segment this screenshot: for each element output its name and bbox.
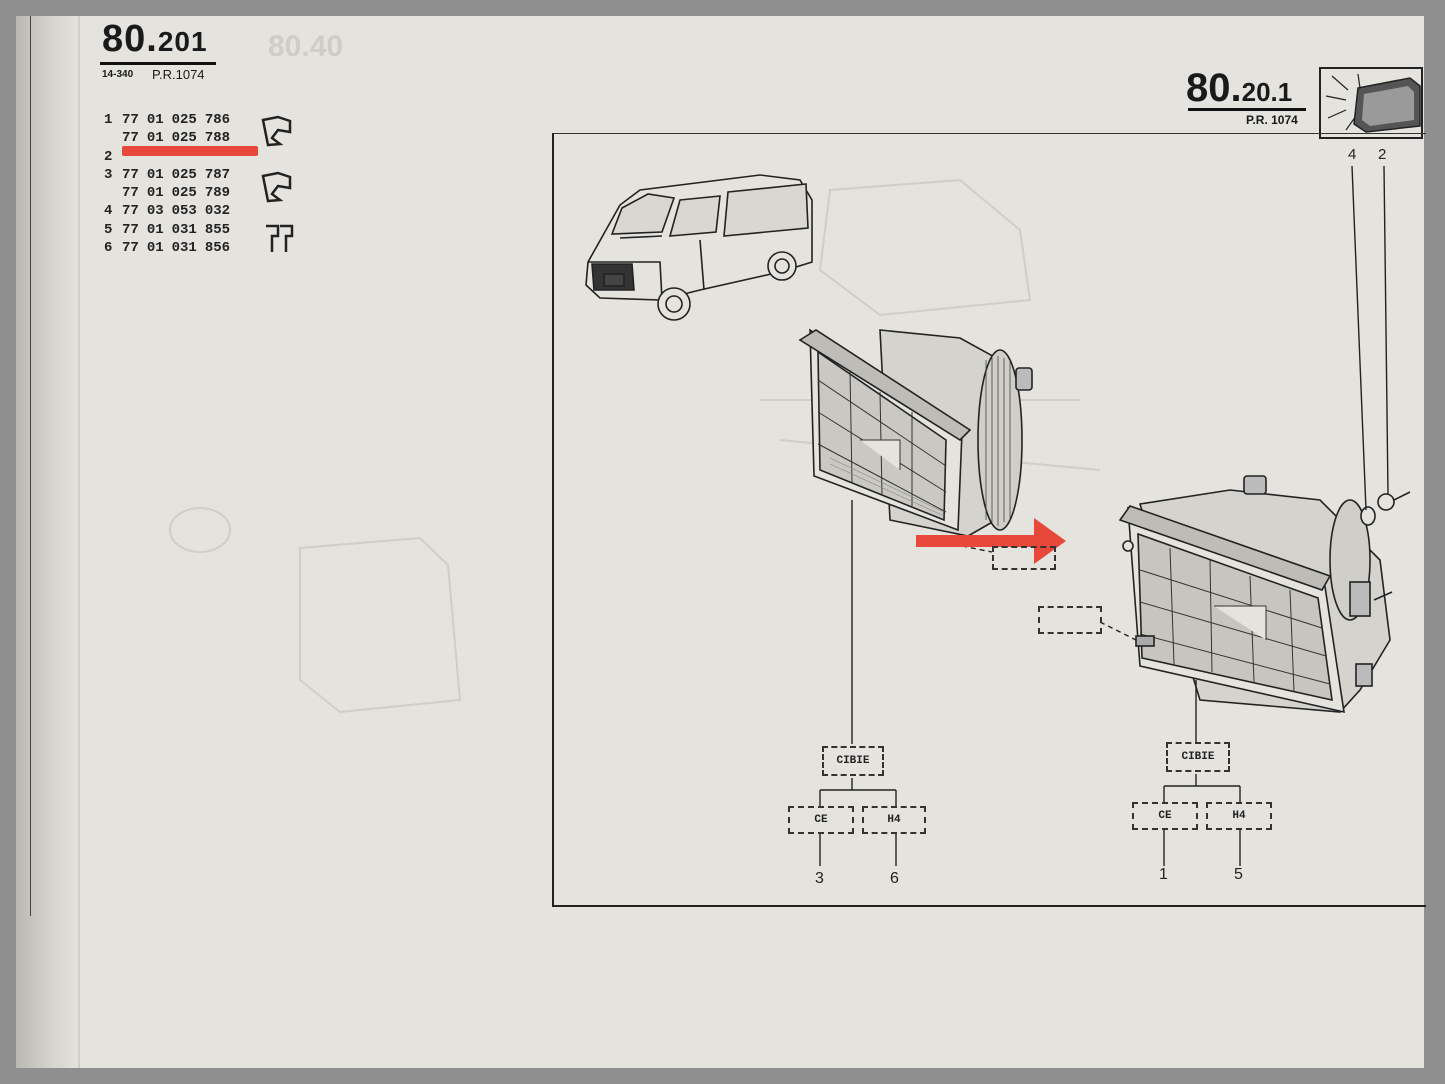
right-pr-code: P.R. 1074 [1246, 113, 1298, 127]
page-binding [16, 16, 78, 1068]
van-drawing [585, 174, 813, 321]
left-reference-number: 80.201 [102, 18, 208, 60]
callout-number: 6 [890, 870, 899, 887]
binding-edge [30, 16, 31, 916]
headlamp-side-icon [261, 171, 292, 203]
red-strike-annotation [122, 146, 258, 156]
left-reference-underline [100, 62, 216, 65]
callout-number: 1 [1159, 866, 1168, 883]
part-row: 2 [104, 148, 113, 165]
cibie-label-box: CIBIE [822, 746, 884, 776]
callout-number: 3 [815, 870, 824, 887]
h4-label-box: H4 [862, 806, 926, 834]
callout-number: 5 [1234, 866, 1243, 883]
right-reference-number: 80.20.1 [1186, 66, 1293, 110]
sheet-code: 14-340 [102, 69, 134, 80]
diagram-frame [552, 133, 1426, 907]
leader-lines [819, 165, 1389, 866]
empty-dashed-box [1038, 606, 1102, 634]
bulb-holder-icon [266, 224, 294, 252]
page-edge [78, 16, 80, 1068]
right-headlamp-drawing [1118, 475, 1411, 714]
red-arrow-annotation [916, 518, 1066, 564]
headlamp-thumbnail-icon [1319, 67, 1423, 139]
callout-number: 2 [1378, 146, 1387, 163]
right-reference-underline [1188, 108, 1306, 111]
bleed-through-ref: 80.40 [268, 30, 344, 63]
ce-label-box: CE [788, 806, 854, 834]
cibie-label-box: CIBIE [1166, 742, 1230, 772]
headlamp-side-icon [261, 115, 292, 147]
empty-dashed-box [992, 546, 1056, 570]
left-pr-code: P.R.1074 [152, 67, 205, 82]
callout-number: 4 [1348, 146, 1357, 163]
left-headlamp-drawing [798, 328, 1033, 537]
ce-label-box: CE [1132, 802, 1198, 830]
h4-label-box: H4 [1206, 802, 1272, 830]
